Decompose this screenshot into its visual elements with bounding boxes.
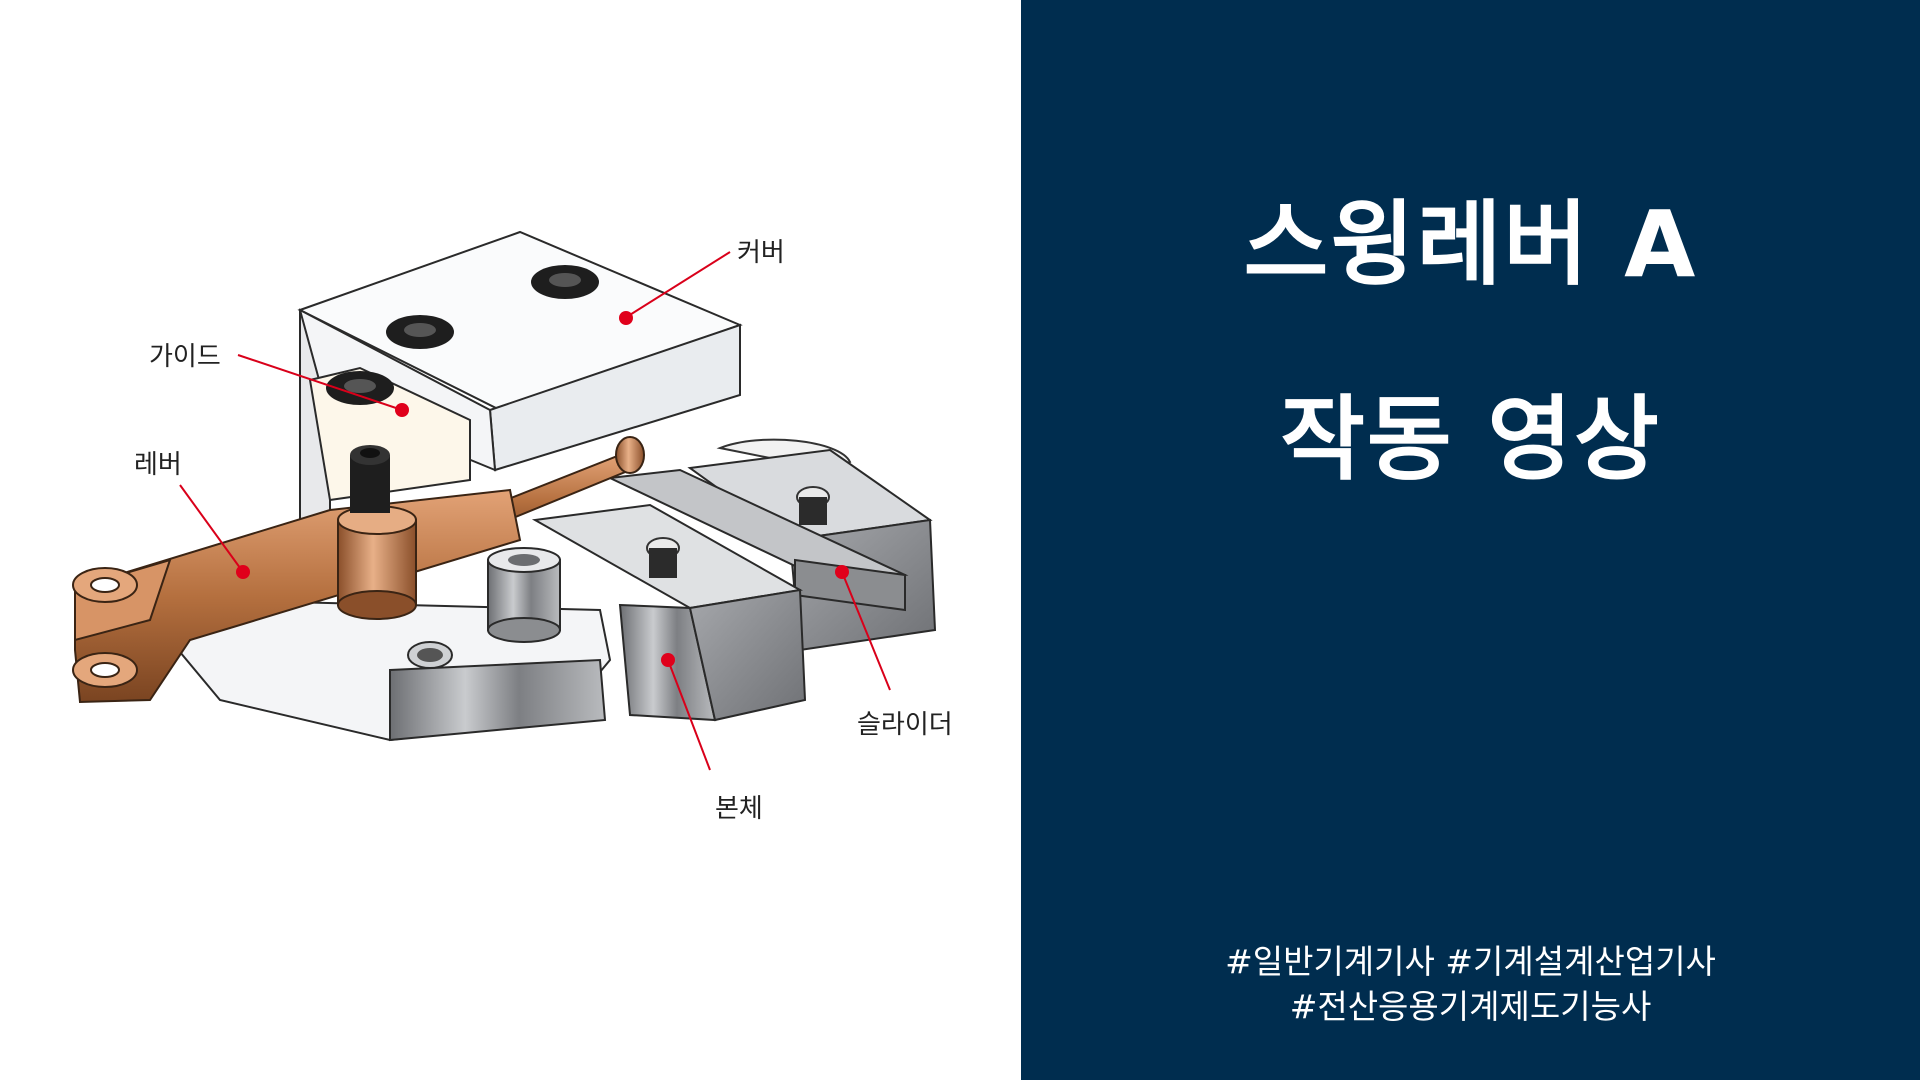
marker-body — [661, 653, 675, 667]
slider-bar — [606, 468, 909, 612]
marker-lever — [236, 565, 250, 579]
main-body-block — [531, 503, 807, 722]
leader-body — [667, 659, 711, 771]
leader-guide — [237, 354, 403, 411]
marker-cover — [619, 311, 633, 325]
leader-cover — [624, 251, 731, 319]
label-guide: 가이드 — [149, 342, 221, 372]
label-slider: 슬라이더 — [857, 710, 953, 740]
title-panel: 스윙레버 A 작동 영상 #일반기계기사 #기계설계산업기사 #전산응용기계제도… — [1021, 0, 1920, 1080]
guide-pin — [487, 547, 561, 643]
swing-lever-assembly-diagram — [72, 230, 937, 771]
hashtags-line-1: #일반기계기사 #기계설계산업기사 — [1225, 942, 1716, 981]
marker-guide — [395, 403, 409, 417]
leader-slider — [841, 571, 891, 691]
title-line-1: 스윙레버 A — [1243, 191, 1698, 298]
marker-slider — [835, 565, 849, 579]
label-cover: 커버 — [737, 238, 785, 268]
label-body: 본체 — [715, 794, 763, 824]
leader-lever — [179, 484, 244, 573]
leader-lines — [179, 251, 891, 771]
markers — [236, 311, 849, 667]
diagram-panel: 커버 가이드 레버 슬라이더 본체 — [72, 230, 953, 824]
label-lever: 레버 — [134, 450, 182, 480]
lever — [72, 436, 645, 704]
title-line-2: 작동 영상 — [1280, 386, 1661, 493]
hashtags-line-2: #전산응용기계제도기능사 — [1289, 987, 1652, 1026]
